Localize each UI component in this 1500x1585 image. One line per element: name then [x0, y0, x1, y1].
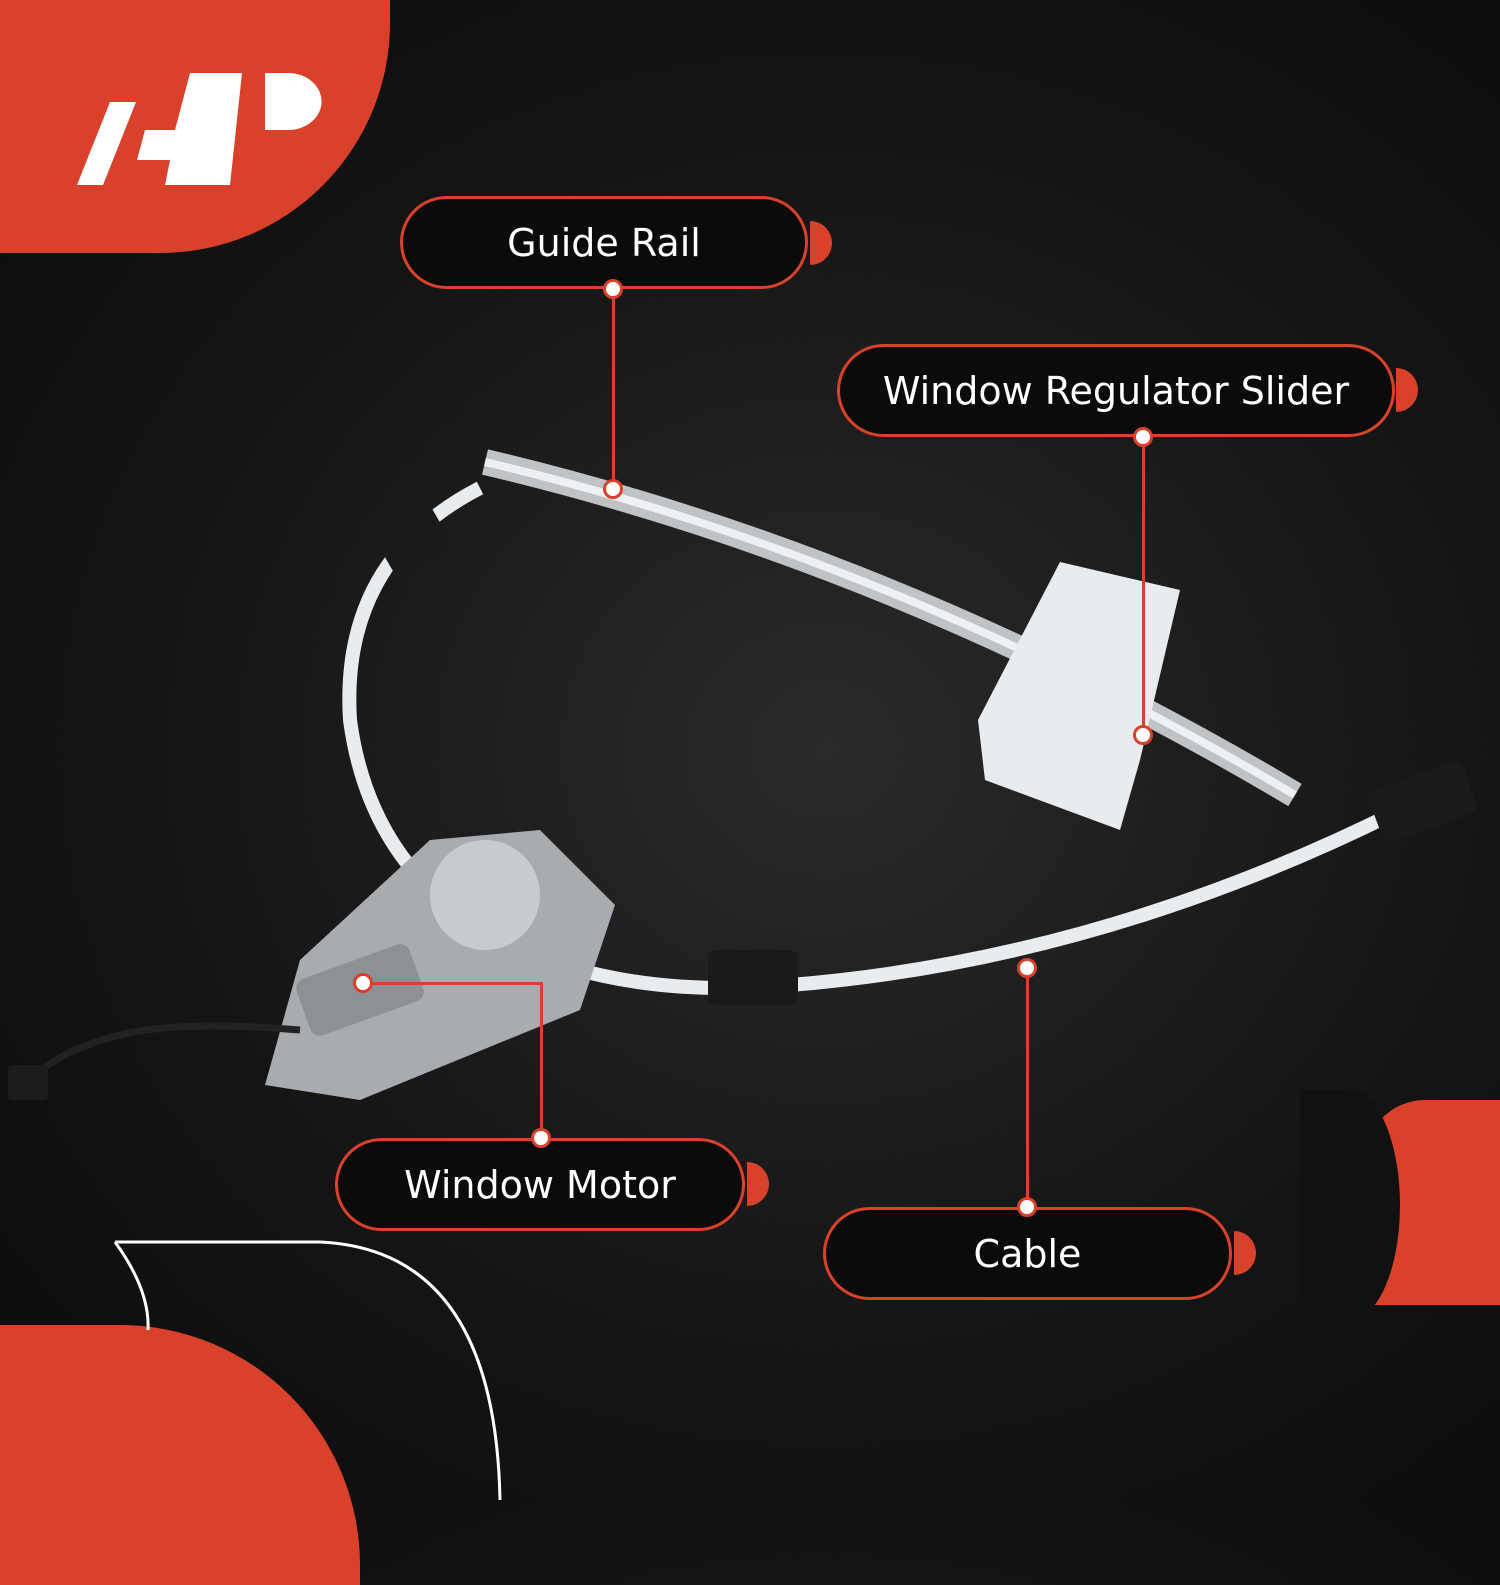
anchor-dot	[603, 479, 623, 499]
leader-line	[1142, 437, 1145, 735]
callout-cap-icon	[810, 221, 832, 265]
leader-line	[363, 982, 543, 985]
anchor-dot	[603, 279, 623, 299]
leader-line	[1026, 968, 1029, 1207]
callout-label: Guide Rail	[507, 220, 701, 265]
callout-label: Window Regulator Slider	[882, 368, 1350, 413]
callout-window-regulator-slider: Window Regulator Slider	[837, 344, 1395, 437]
anchor-dot	[1017, 1197, 1037, 1217]
leader-line	[540, 983, 543, 1138]
anchor-dot	[1133, 427, 1153, 447]
callout-label: Cable	[973, 1231, 1082, 1276]
callout-label: Window Motor	[404, 1162, 676, 1207]
callout-cap-icon	[747, 1162, 769, 1206]
brand-logo	[77, 73, 322, 185]
anchor-dot	[353, 973, 373, 993]
callout-guide-rail: Guide Rail	[400, 196, 808, 289]
anchor-dot	[1133, 725, 1153, 745]
decor-outline-curve	[113, 1240, 502, 1500]
callout-window-motor: Window Motor	[335, 1138, 745, 1231]
corner-shape-right-cut	[1300, 1090, 1400, 1320]
callout-cap-icon	[1234, 1231, 1256, 1275]
anchor-dot	[1017, 958, 1037, 978]
anchor-dot	[531, 1128, 551, 1148]
leader-line	[612, 289, 615, 489]
callout-cable: Cable	[823, 1207, 1232, 1300]
callout-cap-icon	[1396, 368, 1418, 412]
